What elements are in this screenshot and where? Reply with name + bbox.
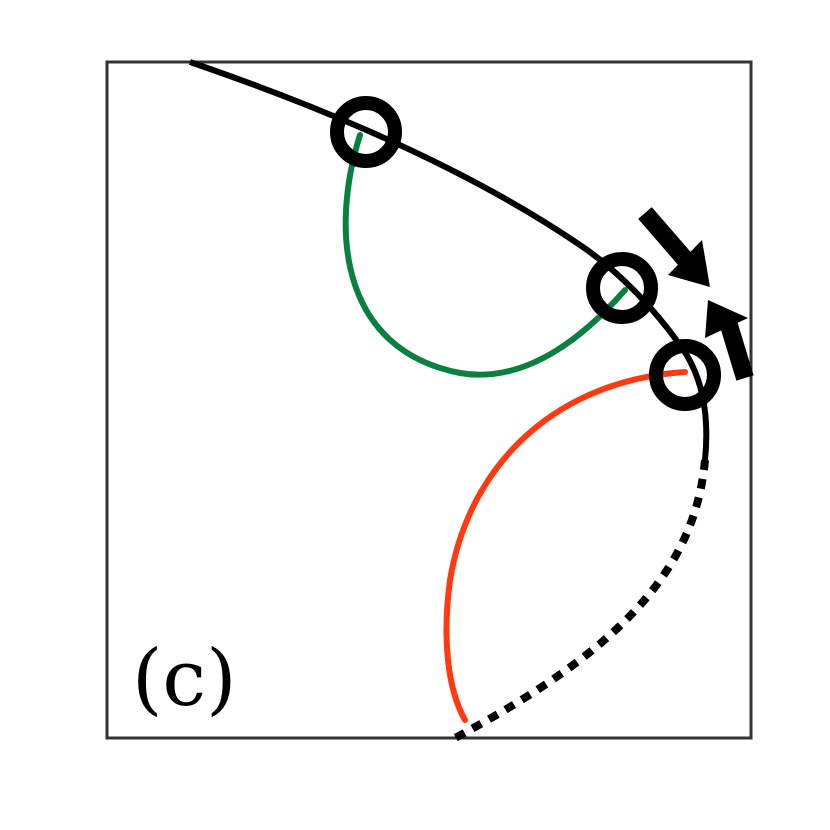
panel-label: (c) — [132, 634, 237, 724]
dotted-continuation — [453, 459, 709, 742]
circle-marker-bottom — [649, 339, 721, 411]
circle-marker-middle — [586, 252, 658, 324]
green-arc — [342, 132, 628, 378]
red-arc — [443, 369, 688, 723]
arrow-up-left — [705, 300, 754, 381]
plot-frame — [105, 60, 753, 740]
circle-marker-top — [330, 96, 402, 168]
arrow-down-right — [638, 207, 710, 287]
